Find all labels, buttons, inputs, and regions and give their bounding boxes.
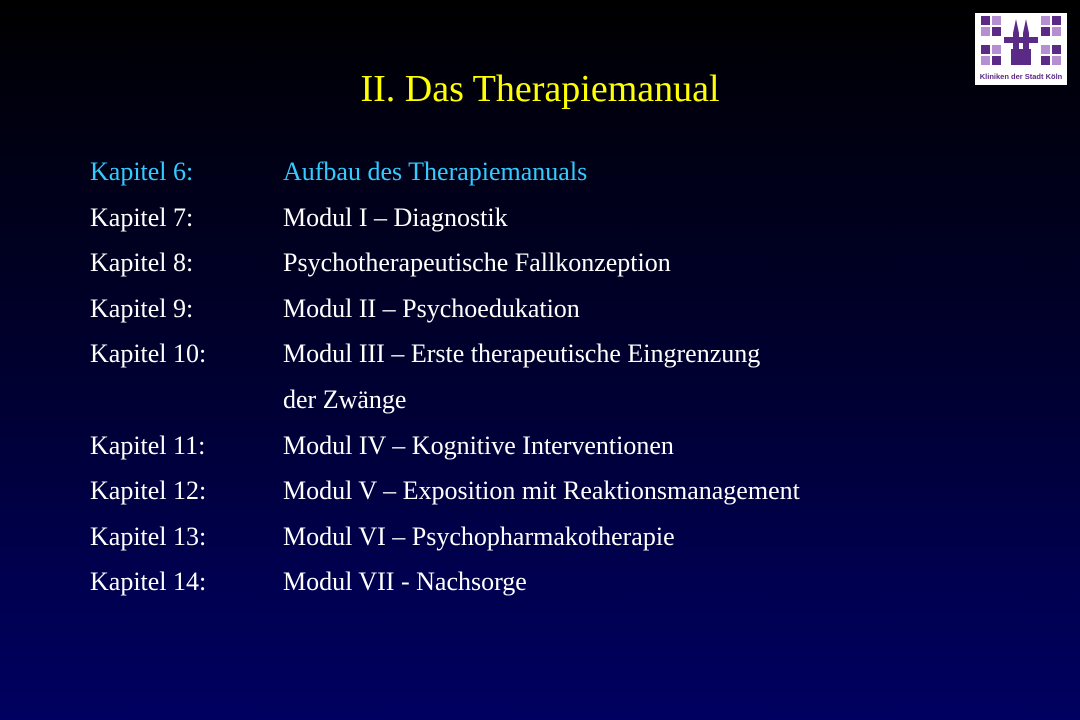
logo-square [992, 56, 1001, 65]
chapter-title: Modul II – Psychoedukation [283, 293, 580, 323]
logo-square [981, 45, 990, 54]
chapter-row: Kapitel 12: Modul V – Exposition mit Rea… [90, 468, 800, 514]
chapter-title: der Zwänge [283, 384, 407, 414]
logo-square [1041, 56, 1050, 65]
logo-square [1041, 45, 1050, 54]
chapter-row-continuation: der Zwänge [90, 377, 800, 423]
logo-square [1041, 27, 1050, 36]
chapter-title: Modul VII - Nachsorge [283, 567, 527, 597]
logo-square [1052, 56, 1061, 65]
logo-square [992, 45, 1001, 54]
chapter-title: Psychotherapeutische Fallkonzeption [283, 248, 671, 278]
logo-square [992, 27, 1001, 36]
chapter-row: Kapitel 6: Aufbau des Therapiemanuals [90, 149, 800, 195]
cathedral-silhouette [1011, 19, 1031, 65]
logo-text: Kliniken der Stadt Köln [979, 72, 1063, 81]
chapter-label: Kapitel 13: [90, 521, 207, 551]
chapter-label: Kapitel 6: [90, 157, 194, 186]
cross-cathedral-logo-icon [981, 16, 1061, 65]
chapter-title: Modul III – Erste therapeutische Eingren… [283, 339, 761, 369]
chapter-list: Kapitel 6: Aufbau des Therapiemanuals Ka… [90, 149, 800, 605]
logo-square [1052, 16, 1061, 25]
logo-square [1041, 16, 1050, 25]
chapter-title: Modul V – Exposition mit Reaktionsmanage… [283, 476, 800, 506]
chapter-title: Modul I – Diagnostik [283, 202, 508, 232]
chapter-title: Modul IV – Kognitive Interventionen [283, 430, 674, 460]
chapter-row: Kapitel 13: Modul VI – Psychopharmakothe… [90, 514, 800, 560]
logo-square [1052, 45, 1061, 54]
logo-square [981, 27, 990, 36]
chapter-label: Kapitel 14: [90, 567, 207, 597]
chapter-label: Kapitel 10: [90, 339, 207, 369]
logo-square [992, 16, 1001, 25]
chapter-label: Kapitel 9: [90, 293, 194, 323]
chapter-row: Kapitel 8: Psychotherapeutische Fallkonz… [90, 240, 800, 286]
chapter-title: Aufbau des Therapiemanuals [283, 157, 588, 186]
chapter-title: Modul VI – Psychopharmakotherapie [283, 521, 675, 551]
chapter-label [90, 377, 283, 423]
chapter-row: Kapitel 14: Modul VII - Nachsorge [90, 559, 800, 605]
chapter-label: Kapitel 8: [90, 248, 194, 278]
chapter-label: Kapitel 12: [90, 476, 207, 506]
logo-square [981, 16, 990, 25]
chapter-row: Kapitel 11: Modul IV – Kognitive Interve… [90, 423, 800, 469]
logo-square [1052, 27, 1061, 36]
logo-square [981, 56, 990, 65]
clinic-logo: Kliniken der Stadt Köln [975, 13, 1067, 85]
chapter-row: Kapitel 10: Modul III – Erste therapeuti… [90, 331, 800, 377]
chapter-label: Kapitel 7: [90, 202, 194, 232]
chapter-row: Kapitel 9: Modul II – Psychoedukation [90, 286, 800, 332]
chapter-row: Kapitel 7: Modul I – Diagnostik [90, 195, 800, 241]
chapter-label: Kapitel 11: [90, 430, 206, 460]
logo-cross-bar [1004, 37, 1038, 43]
slide-title: II. Das Therapiemanual [360, 68, 720, 110]
